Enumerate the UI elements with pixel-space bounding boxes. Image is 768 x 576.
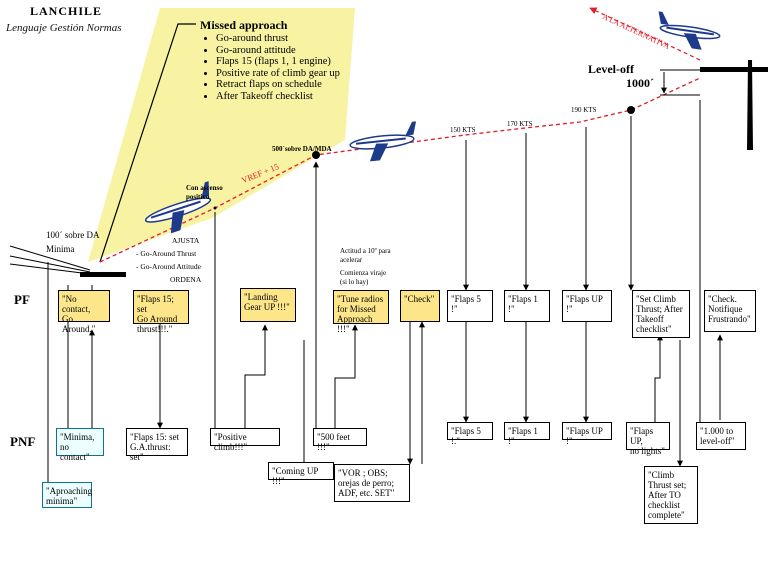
missed-approach-item: Go-around thrust (216, 33, 350, 45)
airplane-approach-icon (144, 181, 212, 234)
pnf-vor-obs-box: "VOR ; OBS; orejas de perro; ADF, etc. S… (334, 464, 410, 502)
pf-flaps1-box: "Flaps 1 !" (504, 290, 550, 322)
pf-flaps5-box: "Flaps 5 !" (447, 290, 493, 322)
connector-lines (47, 100, 723, 482)
thousand-feet-label: 1000´ (626, 76, 654, 90)
ajusta-label: AJUSTA (172, 236, 200, 245)
missed-approach-item: After Takeoff checklist (216, 91, 350, 103)
pf-no-contact-box: "No contact, Go Around." (58, 290, 110, 334)
pf-flaps-up-box: "Flaps UP !" (562, 290, 612, 322)
point-level-off (627, 106, 635, 114)
viraje-label: Comienza viraje (si lo hay) (340, 269, 387, 286)
pf-flaps15-box: "Flaps 15; set Go Around thrust!!!." (133, 290, 189, 334)
speed-150-label: 150 KTS (450, 126, 476, 134)
missed-approach-title: Missed approach (200, 18, 288, 32)
runway (80, 272, 126, 277)
missed-approach-item: Flaps 15 (flaps 1, 1 engine) (216, 56, 350, 68)
pf-check-notifique-box: "Check. Notifique Frustrando" (704, 290, 756, 332)
level-off-label: Level-off (588, 62, 634, 76)
lanchile-logo: LANCHILE (30, 4, 103, 18)
pnf-aproaching-box: "Aproaching minima" (42, 482, 92, 508)
go-around-attitude-label: - Go-Around Attitude (136, 262, 201, 271)
alternate-path (589, 7, 701, 61)
pnf-climb-thrust-box: "Climb Thrust set; After TO checklist co… (644, 466, 698, 524)
ordena-label: ORDENA (170, 275, 202, 284)
pnf-minima-box: "Minima, no contact" (56, 428, 104, 462)
pf-row-label: PF (14, 292, 30, 307)
pnf-flaps15-box: "Flaps 15: set G.A.thrust: set" (126, 428, 188, 462)
pnf-positive-climb-box: "Positive climb!!!" (210, 428, 280, 452)
pnf-row-label: PNF (10, 434, 36, 449)
signature: Lenguaje Gestión Normas (6, 22, 122, 34)
pnf-coming-up-box: "Coming UP !!!" (268, 462, 334, 486)
missed-approach-leader-line (99, 23, 196, 263)
minima-label: 100´ sobre DA Minima (46, 230, 100, 254)
flight-path (99, 77, 701, 263)
missed-approach-wedge (88, 8, 355, 262)
pnf-flaps1-box: "Flaps 1 !" (504, 422, 550, 446)
airplane-alternate-icon (658, 11, 721, 50)
pf-check-box: "Check" (400, 290, 440, 322)
missed-approach-box: Missed approach Go-around thrustGo-aroun… (200, 18, 350, 102)
missed-approach-item: Go-around attitude (216, 45, 350, 57)
tower (747, 60, 753, 150)
speed-170-label: 170 KTS (507, 120, 533, 128)
actitud-label: Actitud a 10º para acelerar (340, 247, 391, 264)
pnf-thousand-level-box: "1.000 to level-off" (696, 422, 746, 450)
sobre-da-label: 500´sobre DA/MDA (272, 145, 332, 153)
airplane-climb-icon (349, 121, 417, 162)
pf-tune-radios-box: "Tune radios for Missed Approach !!!" (333, 290, 389, 334)
pnf-flaps-up-lights-box: "Flaps UP, no lights" (626, 422, 670, 456)
point-500ft (312, 151, 320, 159)
speed-190-label: 190 KTS (571, 106, 597, 114)
pf-set-climb-box: "Set Climb Thrust; After Takeoff checkli… (632, 290, 690, 338)
missed-approach-list: Go-around thrustGo-around attitudeFlaps … (200, 33, 350, 102)
pnf-500-feet-box: "500 feet !!!" (313, 428, 367, 452)
missed-approach-item: Retract flaps on schedule (216, 79, 350, 91)
con-ascenso-label: Con ascenso positivo (186, 184, 223, 201)
pf-landing-gear-box: "Landing Gear UP !!!" (240, 288, 296, 322)
go-around-thrust-label: - Go-Around Thrust (136, 249, 197, 258)
missed-approach-item: Positive rate of climb gear up (216, 68, 350, 80)
pnf-flaps-up-box: "Flaps UP !" (562, 422, 612, 446)
pnf-flaps5-box: "Flaps 5 !." (447, 422, 493, 446)
